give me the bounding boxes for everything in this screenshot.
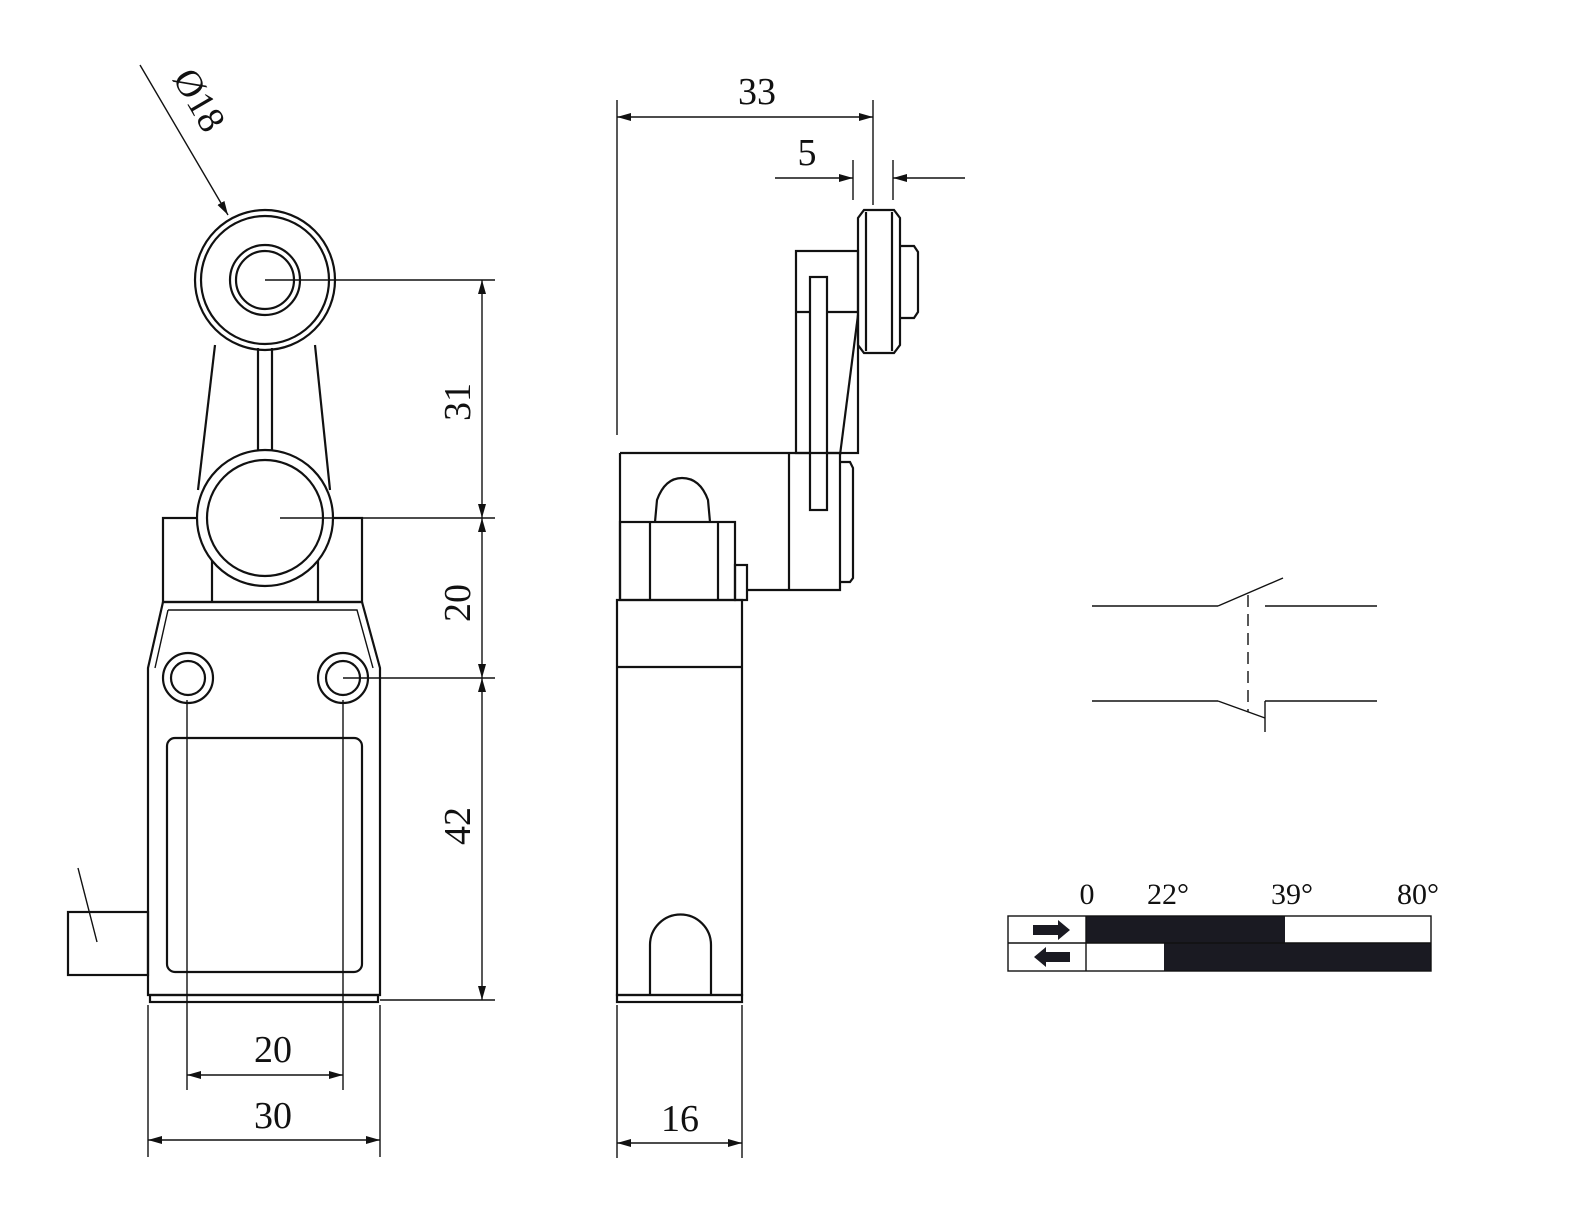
arrow-right-icon bbox=[1033, 920, 1070, 940]
arrow-left-icon bbox=[1034, 947, 1070, 967]
front-view bbox=[66, 208, 382, 1004]
contact-symbol bbox=[1092, 577, 1377, 732]
forward-closed-bar bbox=[1086, 916, 1285, 943]
dim-body-depth-label: 16 bbox=[661, 1098, 699, 1140]
angle-label-80: 80° bbox=[1397, 878, 1439, 911]
angle-label-22: 22° bbox=[1147, 878, 1189, 911]
angle-label-0: 0 bbox=[1080, 878, 1095, 911]
dim-hole-spacing-label: 20 bbox=[254, 1029, 292, 1071]
dim-roller-width-label: 5 bbox=[798, 132, 817, 174]
return-closed-bar bbox=[1164, 943, 1431, 971]
side-view bbox=[615, 208, 920, 1004]
roller-diameter-label: Ø18 bbox=[164, 62, 233, 140]
angle-label-39: 39° bbox=[1271, 878, 1313, 911]
dim-width-label: 30 bbox=[254, 1095, 292, 1137]
dim-depth-total-label: 33 bbox=[738, 71, 776, 113]
front-dimensions: 31 20 42 20 30 Ø18 bbox=[139, 62, 495, 1157]
side-dimensions: 33 5 16 bbox=[616, 71, 965, 1158]
dim-lever-label: 31 bbox=[437, 383, 479, 421]
switching-diagram: 0 22° 39° 80° bbox=[1007, 878, 1439, 972]
dim-body-label: 42 bbox=[437, 807, 479, 845]
dim-head-label: 20 bbox=[437, 584, 479, 622]
